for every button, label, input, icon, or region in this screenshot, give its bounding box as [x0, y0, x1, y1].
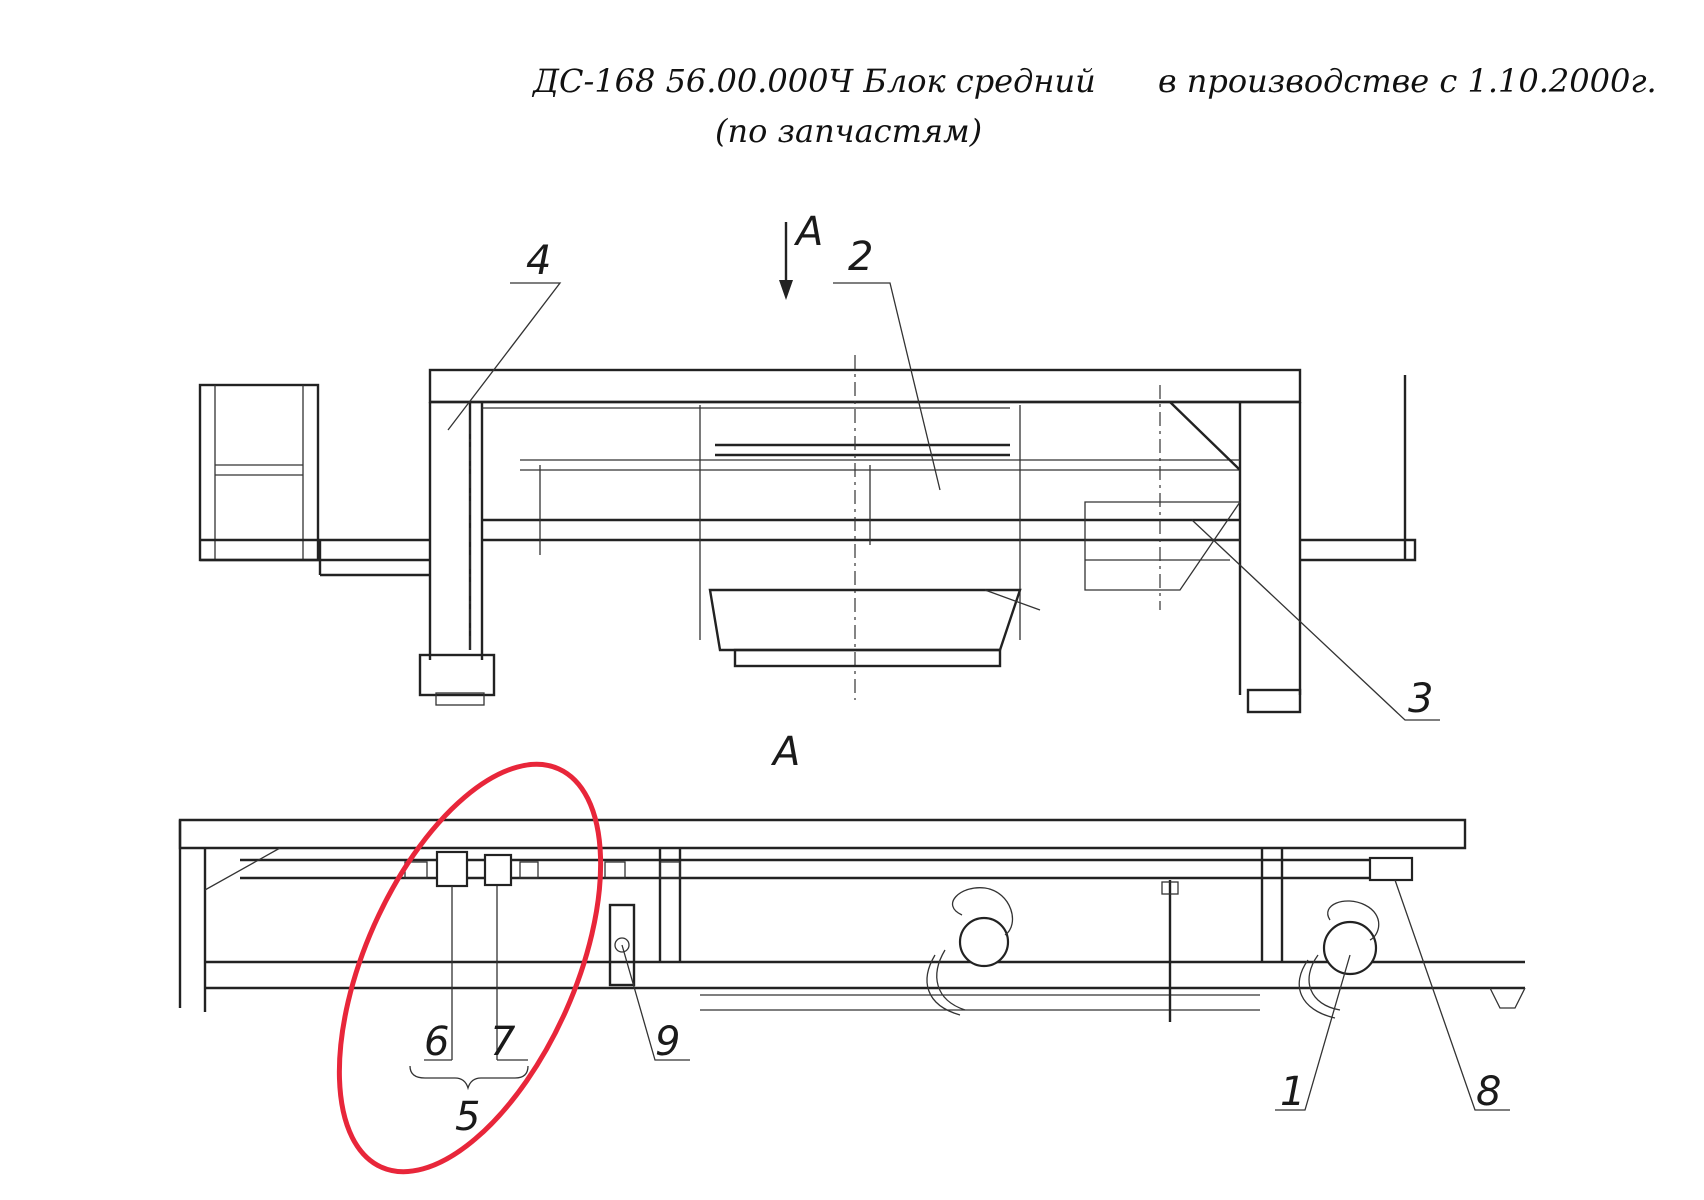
production-date: в производстве с 1.10.2000г.: [1158, 62, 1657, 100]
section-title: А: [770, 729, 800, 775]
callout-8: 8: [1476, 1069, 1501, 1115]
highlight-ellipse: [336, 761, 604, 1175]
section-view: [178, 818, 1526, 1022]
drawing-subtitle: (по запчастям): [715, 112, 983, 150]
callout-9: 9: [655, 1019, 680, 1065]
callout-4: 4: [526, 238, 551, 284]
callout-5: 5: [455, 1094, 480, 1140]
view-arrow-label: А: [793, 209, 823, 255]
main-view: [198, 355, 1417, 714]
callout-3: 3: [1408, 676, 1433, 722]
view-arrow: А: [779, 209, 823, 300]
callout-1: 1: [1280, 1069, 1305, 1115]
section-callouts: 6 7 5 9 1 8: [409, 879, 1510, 1140]
callout-7: 7: [490, 1019, 516, 1065]
callout-6: 6: [424, 1019, 449, 1065]
main-callouts: 4 2 3: [447, 234, 1440, 722]
drawing-title: ДС-168 56.00.000Ч Блок средний: [533, 62, 1096, 100]
callout-2: 2: [848, 234, 873, 280]
